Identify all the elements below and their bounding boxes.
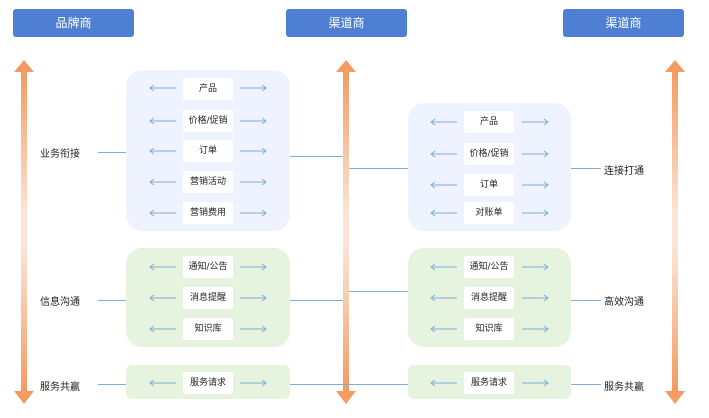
left-item-notice: 通知/公告 xyxy=(183,256,233,278)
label-service-win-right: 服务共赢 xyxy=(604,382,644,393)
connector-center-right-mid xyxy=(349,291,408,292)
right-item-price-promo: 价格/促销 xyxy=(464,143,514,165)
channel-header-center: 渠道商 xyxy=(286,9,407,37)
left-double-arrow xyxy=(14,60,34,404)
label-service-win-left: 服务共赢 xyxy=(40,382,80,393)
left-item-knowledge-base: 知识库 xyxy=(183,318,233,340)
brand-header: 品牌商 xyxy=(13,9,134,37)
label-connect-through: 连接打通 xyxy=(604,166,644,177)
left-item-order: 订单 xyxy=(183,140,233,162)
label-info-communication: 信息沟通 xyxy=(40,297,80,308)
left-item-price-promo: 价格/促销 xyxy=(183,110,233,132)
right-business-arrows xyxy=(430,118,549,217)
right-item-service-request: 服务请求 xyxy=(464,372,514,394)
right-double-arrow xyxy=(665,60,685,404)
connector-brand-center-top xyxy=(290,156,343,157)
right-item-product: 产品 xyxy=(464,111,514,133)
label-business-connect: 业务衔接 xyxy=(40,149,80,160)
connector-right-connect xyxy=(571,168,601,169)
connector-info-left xyxy=(98,300,126,301)
right-item-statement: 对账单 xyxy=(464,202,514,224)
right-item-knowledge-base: 知识库 xyxy=(464,318,514,340)
right-item-order: 订单 xyxy=(464,174,514,196)
right-service-arrows xyxy=(430,379,549,387)
left-item-marketing-cost: 营销费用 xyxy=(183,202,233,224)
label-efficient-communication: 高效沟通 xyxy=(604,297,644,308)
left-business-arrows xyxy=(149,84,267,217)
right-info-arrows xyxy=(430,263,549,333)
connector-service-right xyxy=(571,384,601,385)
left-item-message-reminder: 消息提醒 xyxy=(183,287,233,309)
connector-right-efficient xyxy=(571,300,601,301)
connector-center-right-top xyxy=(349,168,408,169)
left-item-service-request: 服务请求 xyxy=(183,372,233,394)
connector-business-left xyxy=(98,152,126,153)
connector-service-mid xyxy=(290,384,408,385)
left-info-arrows xyxy=(149,263,267,333)
channel-header-right: 渠道商 xyxy=(563,9,684,37)
connector-brand-center-mid xyxy=(290,300,343,301)
left-service-arrows xyxy=(149,379,267,387)
right-item-notice: 通知/公告 xyxy=(464,256,514,278)
left-item-marketing-activity: 营销活动 xyxy=(183,171,233,193)
center-double-arrow xyxy=(336,60,356,404)
connector-service-left xyxy=(98,384,126,385)
left-item-product: 产品 xyxy=(183,78,233,100)
right-item-message-reminder: 消息提醒 xyxy=(464,287,514,309)
